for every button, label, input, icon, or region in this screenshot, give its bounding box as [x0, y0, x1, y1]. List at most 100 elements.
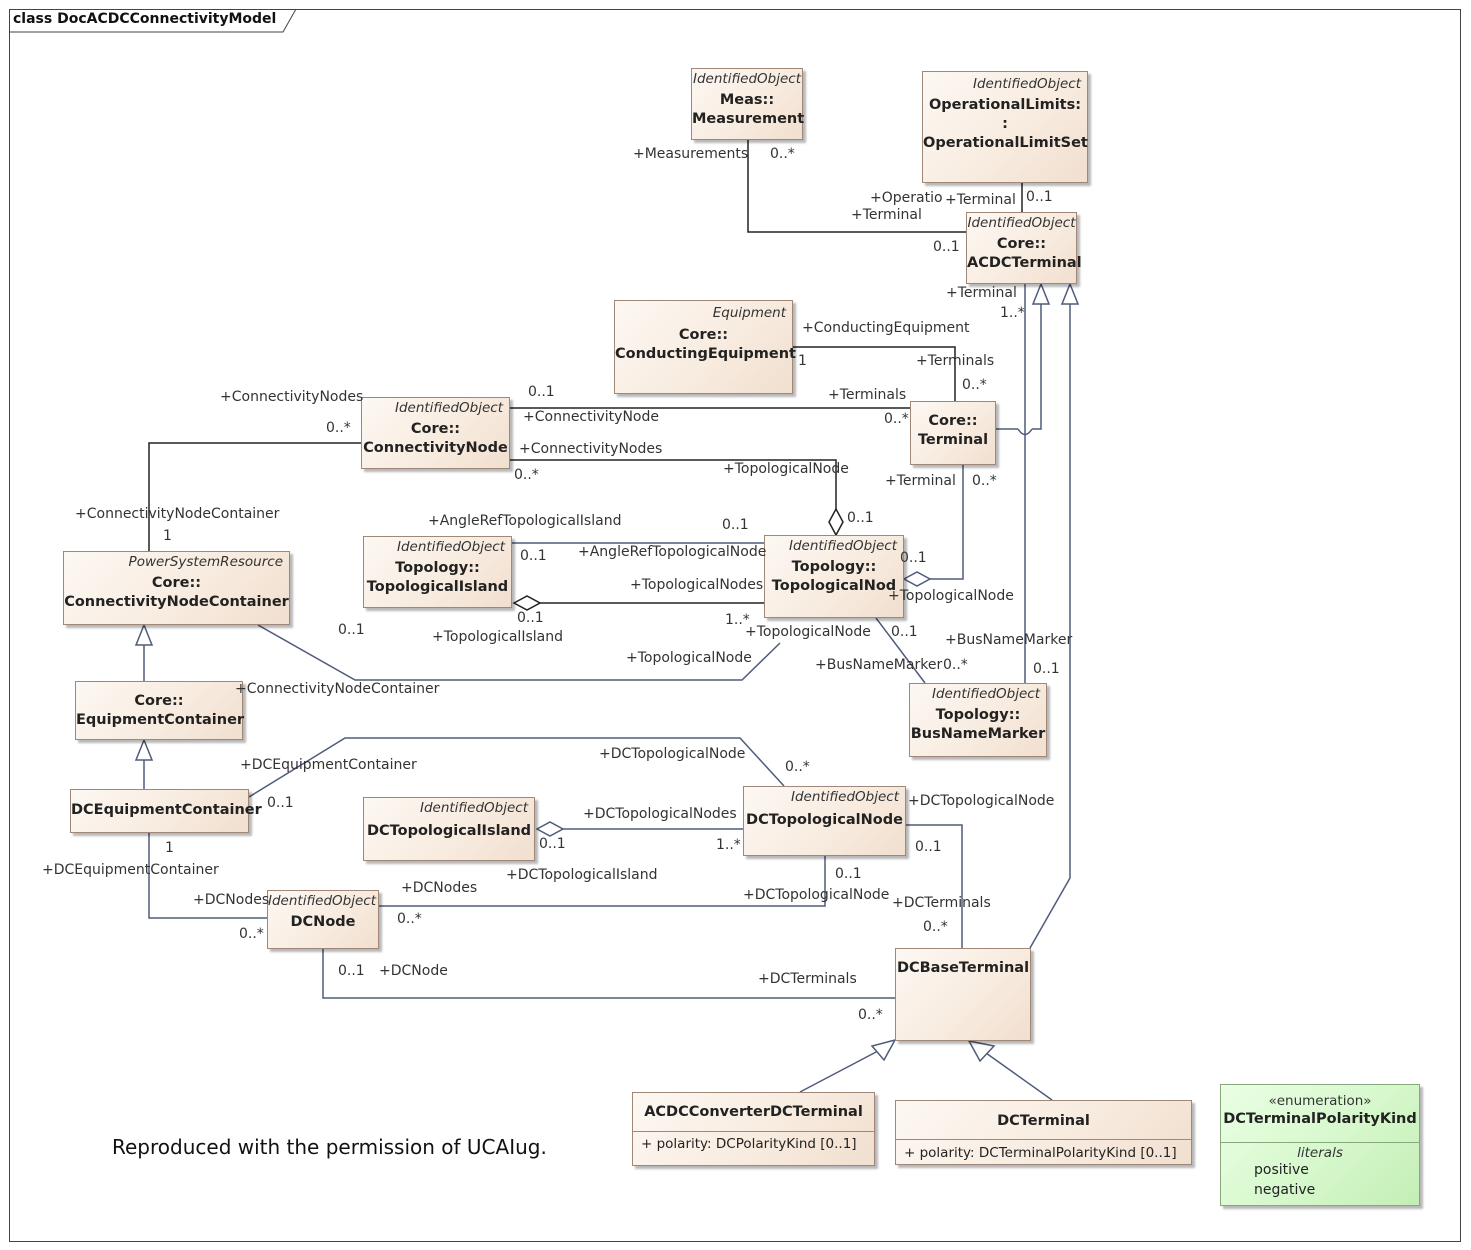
class-dcnode[interactable]: IdentifiedObject DCNode — [267, 890, 379, 949]
class-name: Terminal — [917, 432, 989, 448]
role-label: +TopologicalIsland — [432, 629, 563, 645]
diagram-title: class DocACDCConnectivityModel — [13, 11, 277, 27]
role-label: +DCEquipmentContainer — [240, 757, 417, 773]
class-connectivitynodecontainer[interactable]: PowerSystemResource Core:: ConnectivityN… — [63, 551, 290, 625]
multiplicity-label: 0..* — [770, 146, 795, 162]
stereotype: IdentifiedObject — [972, 76, 1081, 92]
role-label: +TopologicalNodes — [630, 577, 764, 593]
assoc-terminal-toponode[interactable] — [930, 465, 964, 580]
class-measurement[interactable]: IdentifiedObject Meas:: Measurement — [691, 68, 805, 140]
role-label: +TopologicalNode — [626, 650, 752, 666]
aggregation-diamond-dcisland — [535, 821, 565, 837]
class-equipmentcontainer[interactable]: Core:: EquipmentContainer — [75, 681, 245, 740]
multiplicity-label: 0..1 — [338, 622, 365, 638]
class-name: DCBaseTerminal — [896, 960, 1030, 976]
assoc-connnode-toponode[interactable] — [510, 459, 837, 509]
role-label: +TopologicalNode — [888, 588, 1014, 604]
class-package: Core:: — [410, 421, 461, 437]
multiplicity-label: 1..* — [716, 837, 741, 853]
multiplicity-label: 0..1 — [520, 548, 547, 564]
multiplicity-label: 0..* — [239, 926, 264, 942]
multiplicity-label: 1..* — [1000, 305, 1025, 321]
class-connectivitynode[interactable]: IdentifiedObject Core:: ConnectivityNode — [361, 397, 510, 469]
role-label: +ConnectivityNodeContainer — [235, 681, 440, 697]
class-dcterminal[interactable]: DCTerminal + polarity: DCTerminalPolarit… — [895, 1100, 1192, 1165]
assoc-container-toponode[interactable] — [257, 624, 781, 681]
role-label: +DCEquipmentContainer — [42, 862, 219, 878]
role-label: +Terminals — [828, 387, 907, 403]
multiplicity-label: 0..* — [972, 473, 997, 489]
enum-dcterminalpolaritykind[interactable]: «enumeration» DCTerminalPolarityKind lit… — [1220, 1084, 1420, 1206]
assoc-condequip-terminal[interactable] — [792, 346, 956, 401]
class-dctopologicalnode[interactable]: IdentifiedObject DCTopologicalNode — [743, 786, 906, 856]
gen-arrowhead-equipcontainer — [134, 622, 154, 646]
multiplicity-label: 1 — [798, 353, 807, 369]
assoc-dcnode-dcterminals[interactable] — [322, 949, 895, 999]
class-topologicalisland[interactable]: IdentifiedObject Topology:: TopologicalI… — [363, 536, 512, 608]
role-label: +DCNodes — [193, 892, 270, 908]
class-name: EquipmentContainer — [76, 712, 245, 728]
assoc-dctoponode-dcterminals[interactable] — [906, 824, 963, 948]
gen-dcterminal[interactable] — [985, 1052, 1053, 1101]
role-label: +Terminals — [916, 353, 995, 369]
gen-arrowhead-dcequipcontainer — [134, 737, 154, 761]
role-label: +BusNameMarker — [945, 632, 1073, 648]
gen-arrowhead-dcbase — [1060, 281, 1080, 305]
role-label: +DCTopologicalIsland — [506, 867, 658, 883]
assoc-dcequip-dcnode[interactable] — [148, 833, 267, 919]
class-package: Topology:: — [791, 559, 877, 575]
gen-terminal-acdc-b[interactable] — [1032, 300, 1042, 430]
class-name: TopologicalIsland — [366, 579, 509, 595]
class-name: ConnectivityNodeContainer — [64, 594, 289, 610]
stereotype: IdentifiedObject — [967, 215, 1076, 231]
class-package: Core:: — [678, 327, 729, 343]
multiplicity-label: 0..1 — [891, 624, 918, 640]
class-name: DCNode — [290, 914, 356, 930]
multiplicity-label: 0..* — [962, 377, 987, 393]
multiplicity-label: 0..* — [923, 919, 948, 935]
class-dcequipmentcontainer[interactable]: DCEquipmentContainer — [70, 789, 262, 833]
attribute-polarity: + polarity: DCTerminalPolarityKind [0..1… — [904, 1145, 1177, 1161]
class-operationallimitset[interactable]: IdentifiedObject OperationalLimits: : Op… — [922, 71, 1088, 183]
class-package: Topology:: — [935, 707, 1021, 723]
literals-separator — [1221, 1142, 1419, 1143]
multiplicity-label: 1 — [165, 840, 174, 856]
class-name: ACDCConverterDCTerminal — [644, 1104, 863, 1120]
multiplicity-label: 1 — [163, 528, 172, 544]
class-conductingequipment[interactable]: Equipment Core:: ConductingEquipment — [614, 300, 796, 394]
gen-arrowhead-acdcconv — [870, 1038, 897, 1062]
assoc-measurement-terminal[interactable] — [747, 139, 966, 233]
class-dctopologicalisland[interactable]: IdentifiedObject DCTopologicalIsland — [363, 797, 535, 861]
role-label: +ConnectivityNodes — [220, 389, 364, 405]
role-label: +AngleRefTopologicalNode — [578, 544, 767, 560]
class-name: Measurement — [692, 111, 805, 127]
enum-stereotype: «enumeration» — [1268, 1093, 1372, 1109]
role-label: +DCNodes — [401, 880, 478, 896]
assoc-dcnode-dctoponode[interactable] — [379, 856, 826, 907]
gen-acdcconv[interactable] — [799, 1050, 879, 1093]
role-label: +DCNode — [379, 963, 448, 979]
role-label: +DCTopologicalNode — [743, 887, 890, 903]
role-label: +ConnectivityNodes — [519, 441, 663, 457]
assoc-toponode-busname[interactable] — [875, 617, 926, 684]
class-busnamemarker[interactable]: IdentifiedObject Topology:: BusNameMarke… — [909, 683, 1047, 757]
stereotype: Equipment — [712, 305, 786, 321]
class-name: ACDCTerminal — [967, 255, 1082, 271]
class-package: Meas:: — [719, 92, 775, 108]
class-terminal[interactable]: Core:: Terminal — [910, 401, 996, 465]
class-dcbaseterminal[interactable]: DCBaseTerminal — [895, 948, 1031, 1041]
multiplicity-label: 0..1 — [539, 836, 566, 852]
assoc-dcequip-dctoponode[interactable] — [248, 737, 785, 798]
gen-dcbase-acdc[interactable] — [1029, 304, 1071, 949]
multiplicity-label: 0..1 — [933, 239, 960, 255]
role-label: +Operatio — [870, 190, 943, 206]
class-package: Core:: — [134, 693, 184, 709]
class-acdcterminal[interactable]: IdentifiedObject Core:: ACDCTerminal — [966, 212, 1082, 284]
assoc-connnode-container[interactable] — [148, 442, 361, 551]
role-label: +ConnectivityNode — [523, 409, 659, 425]
class-topologicalnode[interactable]: IdentifiedObject Topology:: TopologicalN… — [764, 535, 904, 618]
class-acdcconverterdcterminal[interactable]: ACDCConverterDCTerminal + polarity: DCPo… — [632, 1092, 875, 1166]
aggregation-diamond-topoisland — [512, 595, 542, 611]
